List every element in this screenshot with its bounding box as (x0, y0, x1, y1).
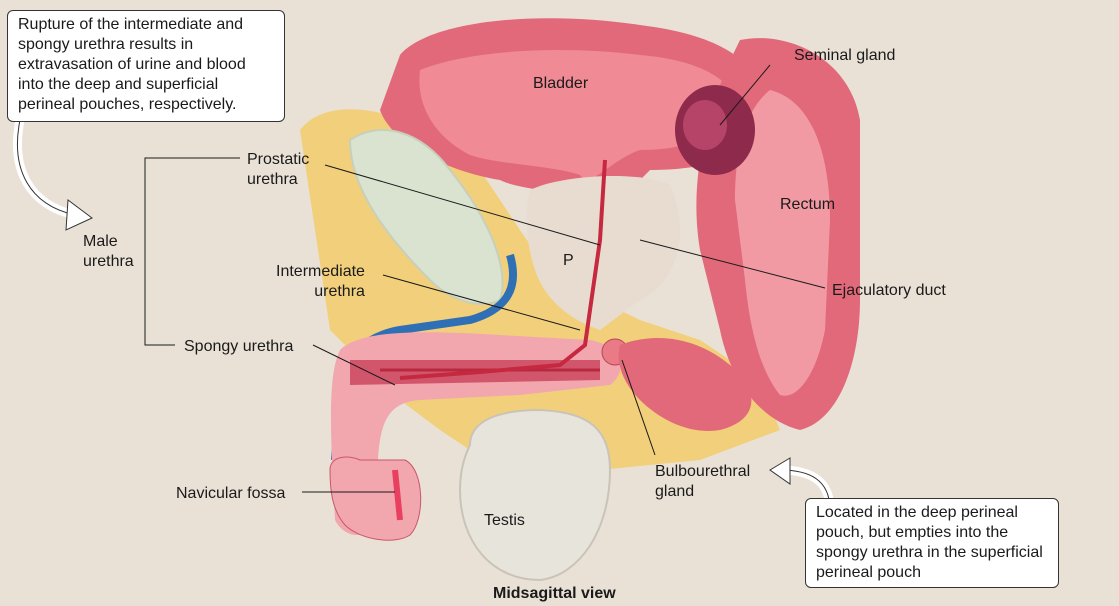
label-navicular-fossa: Navicular fossa (176, 485, 286, 502)
figure-caption: Midsagittal view (493, 585, 616, 602)
note-arrowhead-right (769, 457, 791, 485)
rupture-note: Rupture of the intermediate and spongy u… (7, 10, 285, 122)
leader-lines (144, 64, 826, 493)
label-rectum: Rectum (780, 196, 836, 213)
bulbourethral-note: Located in the deep perineal pouch, but … (805, 498, 1059, 588)
note-arrow-left (12, 119, 77, 220)
label-prostatic-urethra: Prostatic urethra (247, 151, 310, 188)
urethra-path (399, 159, 607, 380)
label-spongy-urethra: Spongy urethra (184, 338, 294, 355)
label-intermediate-urethra: Intermediate urethra (276, 263, 365, 300)
label-male-urethra: Male urethra (83, 233, 134, 270)
label-testis: Testis (484, 512, 525, 529)
testis-shape (458, 408, 612, 582)
label-seminal-gland: Seminal gland (794, 47, 896, 64)
label-bulbourethral-gland: Bulbourethral gland (655, 463, 751, 500)
note-arrowhead-left (65, 199, 93, 231)
prostate-gland (526, 175, 680, 330)
label-ejaculatory-duct: Ejaculatory duct (832, 282, 946, 299)
label-bladder: Bladder (533, 75, 589, 92)
label-prostate: P (563, 252, 574, 269)
